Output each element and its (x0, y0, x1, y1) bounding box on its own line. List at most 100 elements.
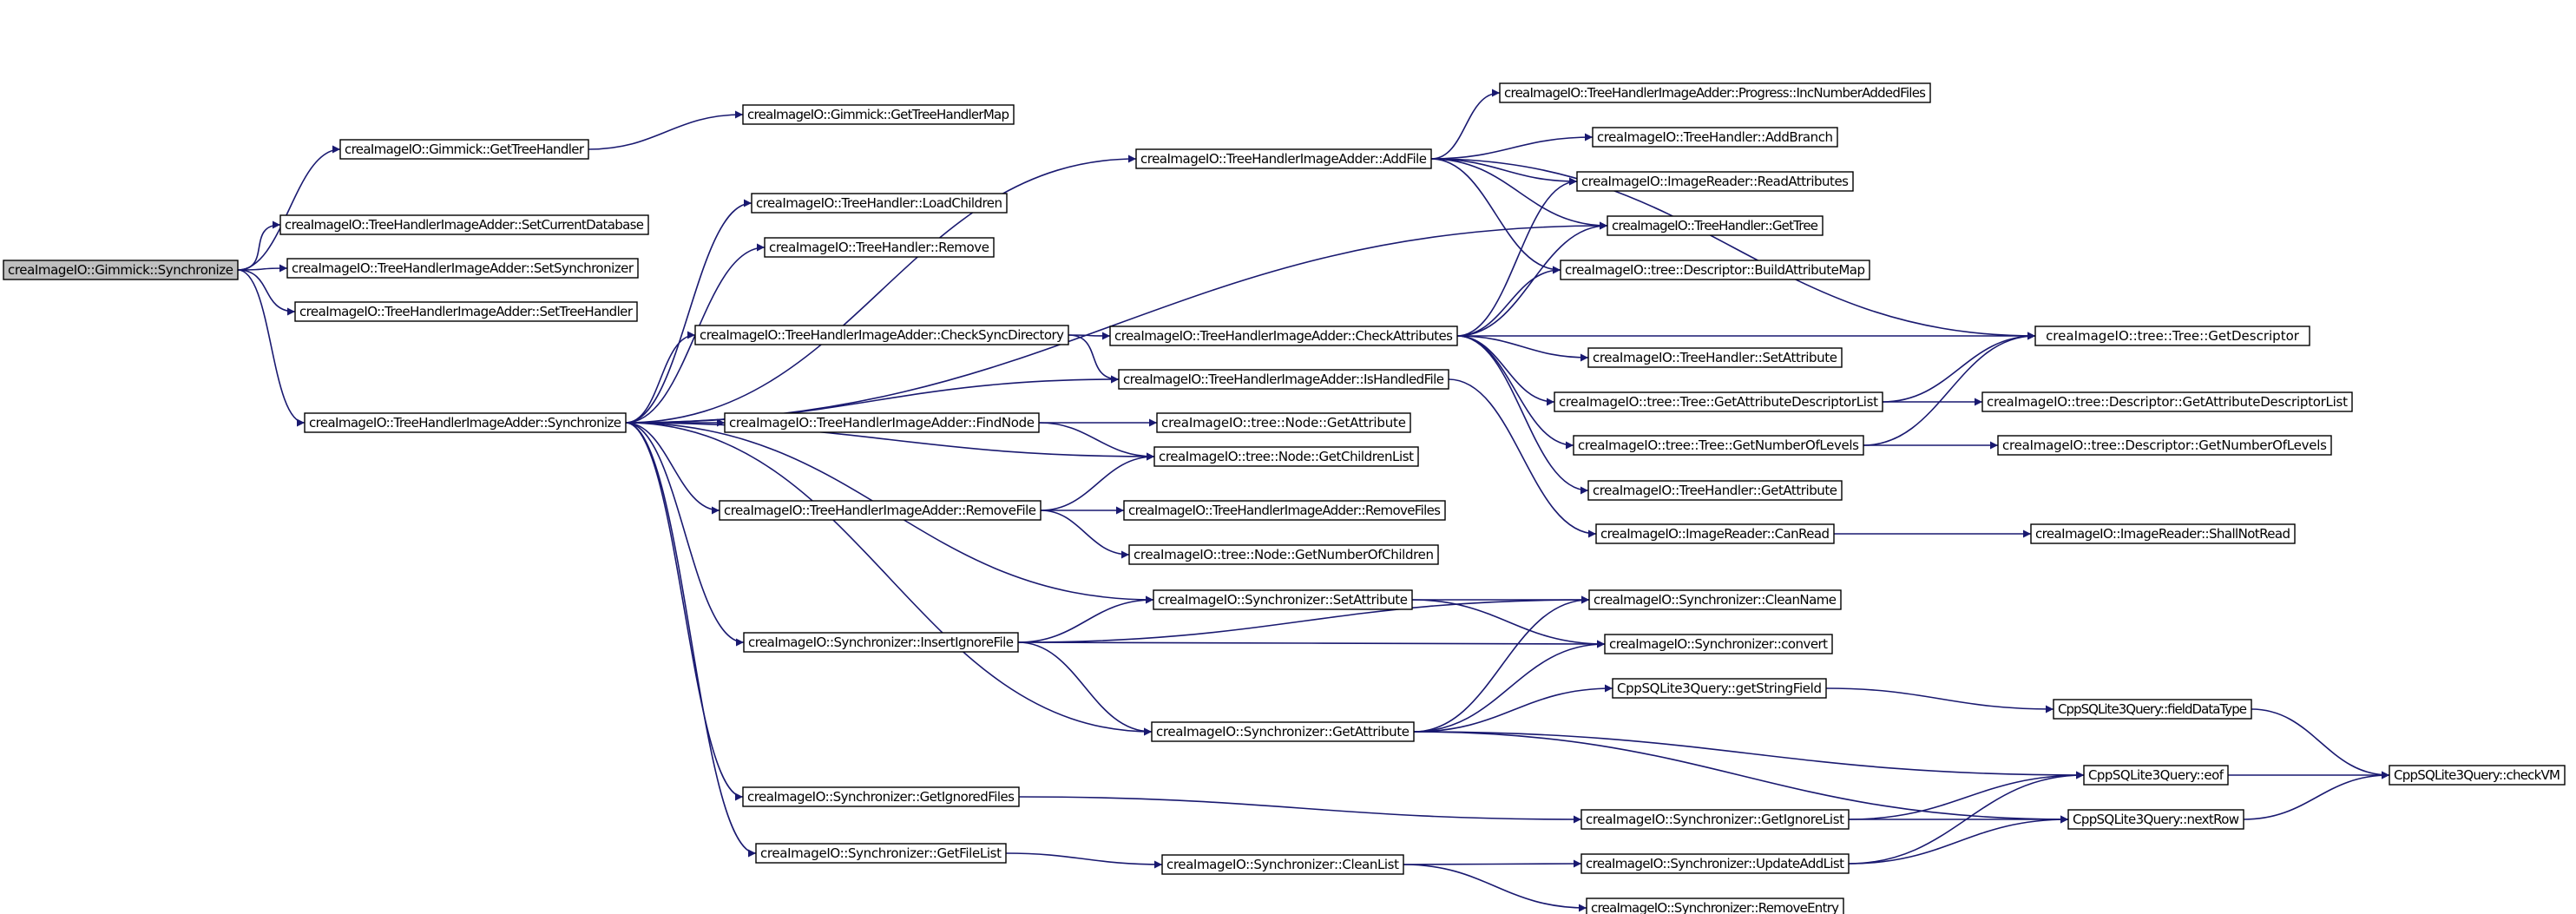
node-label: creaImageIO::TreeHandlerImageAdder::Remo… (1128, 503, 1441, 518)
edge-thia_synchronize-to-sync_getfilelist (625, 422, 757, 858)
node-box (1118, 369, 1449, 390)
edge-sync_updateaddlist-to-q_eof (1848, 771, 2085, 865)
edge-thia_checkattributes-to-desc_buildattributemap (1456, 266, 1561, 337)
node-th-remove[interactable]: creaImageIO::TreeHandler::Remove (764, 237, 995, 258)
edge-thia_synchronize-to-th_loadchildren (625, 199, 752, 424)
node-th-addbranch[interactable]: creaImageIO::TreeHandler::AddBranch (1592, 127, 1838, 148)
node-thia-ishandledfile[interactable]: creaImageIO::TreeHandlerImageAdder::IsHa… (1118, 369, 1449, 390)
node-box (1135, 148, 1432, 169)
node-desc-getnumberoflevels[interactable]: creaImageIO::tree::Descriptor::GetNumber… (1997, 435, 2332, 456)
node-box (1161, 854, 1404, 875)
node-label: creaImageIO::TreeHandlerImageAdder::Sync… (309, 415, 621, 431)
node-label: creaImageIO::TreeHandlerImageAdder::SetS… (292, 260, 634, 276)
node-sync-getfilelist[interactable]: creaImageIO::Synchronizer::GetFileList (755, 843, 1007, 864)
node-sync-getignoredfiles[interactable]: creaImageIO::Synchronizer::GetIgnoredFil… (742, 786, 1020, 807)
node-label: creaImageIO::ImageReader::ShallNotRead (2035, 526, 2290, 542)
edge-sync_insertignorefile-to-sync_cleanname (1017, 595, 1590, 643)
node-sync-getignorelist[interactable]: creaImageIO::Synchronizer::GetIgnoreList (1580, 809, 1850, 830)
edge-thia_addfile-to-desc_buildattributemap (1430, 158, 1561, 274)
node-thia-setcurrentdatabase[interactable]: creaImageIO::TreeHandlerImageAdder::SetC… (279, 214, 649, 235)
node-gimmick-gettreehandler[interactable]: creaImageIO::Gimmick::GetTreeHandler (339, 139, 589, 160)
node-sync-removeentry[interactable]: creaImageIO::Synchronizer::RemoveEntry (1586, 898, 1844, 914)
node-thia-addfile[interactable]: creaImageIO::TreeHandlerImageAdder::AddF… (1135, 148, 1432, 169)
node-box (1997, 435, 2332, 456)
node-thia-synchronize[interactable]: creaImageIO::TreeHandlerImageAdder::Sync… (304, 412, 627, 433)
node-label: creaImageIO::Synchronizer::GetFileList (760, 845, 1002, 861)
node-label: creaImageIO::tree::Descriptor::GetAttrib… (1987, 394, 2348, 410)
node-th-setattribute[interactable]: creaImageIO::TreeHandler::SetAttribute (1587, 347, 1843, 368)
node-tree-getnumberoflevels[interactable]: creaImageIO::tree::Tree::GetNumberOfLeve… (1573, 435, 1864, 456)
node-q-eof[interactable]: CppSQLite3Query::eof (2083, 765, 2229, 786)
edge-sync_getattribute-to-q_nextrow (1413, 731, 2069, 824)
node-box (1592, 127, 1838, 148)
node-node-getchildrenlist[interactable]: creaImageIO::tree::Node::GetChildrenList (1153, 446, 1419, 467)
node-thia-checksyncdirectory[interactable]: creaImageIO::TreeHandlerImageAdder::Chec… (694, 325, 1069, 345)
node-thia-checkattributes[interactable]: creaImageIO::TreeHandlerImageAdder::Chec… (1109, 325, 1458, 346)
node-box (304, 412, 627, 433)
node-thia-setsynchronizer[interactable]: creaImageIO::TreeHandlerImageAdder::SetS… (286, 258, 639, 279)
node-tree-getattributedescriptorlist[interactable]: creaImageIO::tree::Tree::GetAttributeDes… (1554, 391, 1883, 412)
node-label: CppSQLite3Query::nextRow (2073, 812, 2239, 827)
node-label: creaImageIO::Synchronizer::GetAttribute (1156, 724, 1410, 740)
node-ir-readattributes[interactable]: creaImageIO::ImageReader::ReadAttributes (1576, 171, 1854, 192)
node-thia-removefile[interactable]: creaImageIO::TreeHandlerImageAdder::Remo… (719, 500, 1042, 521)
node-q-nextrow[interactable]: CppSQLite3Query::nextRow (2067, 809, 2244, 830)
edge-q_getstringfield-to-q_fielddatatype (1825, 687, 2054, 713)
node-th-gettree[interactable]: creaImageIO::TreeHandler::GetTree (1607, 215, 1824, 236)
node-th-loadchildren[interactable]: creaImageIO::TreeHandler::LoadChildren (751, 193, 1008, 214)
node-ir-canread[interactable]: creaImageIO::ImageReader::CanRead (1595, 523, 1835, 544)
node-thia-findnode[interactable]: creaImageIO::TreeHandlerImageAdder::Find… (724, 412, 1040, 433)
node-th-getattribute[interactable]: creaImageIO::TreeHandler::GetAttribute (1587, 480, 1843, 501)
node-box (1587, 347, 1843, 368)
edge-thia_synchronize-to-sync_insertignorefile (625, 422, 745, 647)
node-sync-updateaddlist[interactable]: creaImageIO::Synchronizer::UpdateAddList (1580, 853, 1850, 874)
node-box (1595, 523, 1835, 544)
node-q-getstringfield[interactable]: CppSQLite3Query::getStringField (1612, 678, 1827, 699)
node-label: creaImageIO::Synchronizer::RemoveEntry (1591, 900, 1839, 914)
node-sync-cleanlist[interactable]: creaImageIO::Synchronizer::CleanList (1161, 854, 1404, 875)
node-q-checkvm[interactable]: CppSQLite3Query::checkVM (2389, 765, 2566, 786)
edge-thia_synchronize-to-thia_removefile (625, 422, 720, 515)
node-label: creaImageIO::Synchronizer::CleanName (1594, 592, 1837, 608)
node-label: creaImageIO::Synchronizer::UpdateAddList (1586, 856, 1844, 871)
node-sync-convert[interactable]: creaImageIO::Synchronizer::convert (1604, 634, 1833, 654)
node-thia-removefiles[interactable]: creaImageIO::TreeHandlerImageAdder::Remo… (1123, 500, 1446, 521)
node-node-getattribute[interactable]: creaImageIO::tree::Node::GetAttribute (1156, 412, 1411, 433)
node-gimmick-synchronize[interactable]: creaImageIO::Gimmick::Synchronize (3, 260, 239, 280)
node-tree-getdescriptor[interactable]: creaImageIO::tree::Tree::GetDescriptor (2034, 325, 2310, 346)
node-box (2389, 765, 2566, 786)
node-label: creaImageIO::TreeHandlerImageAdder::Remo… (724, 503, 1036, 518)
edge-thia_checkattributes-to-th_gettree (1456, 221, 1608, 337)
node-desc-buildattributemap[interactable]: creaImageIO::tree::Descriptor::BuildAttr… (1560, 260, 1870, 280)
node-sync-insertignorefile[interactable]: creaImageIO::Synchronizer::InsertIgnoreF… (743, 632, 1019, 653)
node-desc-getattributedescriptorlist[interactable]: creaImageIO::tree::Descriptor::GetAttrib… (1981, 391, 2353, 412)
node-gimmick-gettreehandlermap[interactable]: creaImageIO::Gimmick::GetTreeHandlerMap (742, 104, 1015, 125)
node-box (1128, 544, 1439, 565)
node-label: creaImageIO::tree::Tree::GetNumberOfLeve… (1578, 437, 1859, 453)
node-thia-settreehandler[interactable]: creaImageIO::TreeHandlerImageAdder::SetT… (294, 301, 638, 322)
node-label: creaImageIO::Synchronizer::GetIgnoreList (1586, 812, 1844, 827)
node-box (339, 139, 589, 160)
node-q-fielddatatype[interactable]: CppSQLite3Query::fieldDataType (2053, 699, 2252, 720)
node-sync-cleanname[interactable]: creaImageIO::Synchronizer::CleanName (1588, 589, 1842, 610)
edge-sync_cleanlist-to-sync_updateaddlist (1403, 859, 1582, 868)
edge-q_nextrow-to-q_checkvm (2243, 771, 2390, 820)
edge-gimmick_synchronize-to-thia_setcurrentdatabase (237, 220, 281, 271)
node-box (1573, 435, 1864, 456)
node-sync-setattribute[interactable]: creaImageIO::Synchronizer::SetAttribute (1153, 589, 1413, 610)
edge-gimmick_synchronize-to-thia_settreehandler (237, 269, 296, 316)
node-sync-getattribute[interactable]: creaImageIO::Synchronizer::GetAttribute (1151, 721, 1415, 742)
edge-sync_getattribute-to-q_getstringfield (1413, 684, 1613, 733)
node-box (724, 412, 1040, 433)
edge-sync_insertignorefile-to-sync_setattribute (1017, 595, 1154, 643)
edge-sync_getattribute-to-sync_cleanname (1413, 595, 1590, 733)
node-box (1554, 391, 1883, 412)
node-node-getnumberofchildren[interactable]: creaImageIO::tree::Node::GetNumberOfChil… (1128, 544, 1439, 565)
edge-thia_synchronize-to-thia_addfile (625, 155, 1137, 424)
node-label: creaImageIO::TreeHandler::LoadChildren (756, 195, 1002, 211)
node-ir-shallnotread[interactable]: creaImageIO::ImageReader::ShallNotRead (2030, 523, 2296, 544)
node-label: creaImageIO::TreeHandler::Remove (769, 240, 989, 255)
node-progress-incnumberaddedfiles[interactable]: creaImageIO::TreeHandlerImageAdder::Prog… (1499, 82, 1931, 103)
edge-sync_insertignorefile-to-sync_convert (1017, 640, 1606, 648)
